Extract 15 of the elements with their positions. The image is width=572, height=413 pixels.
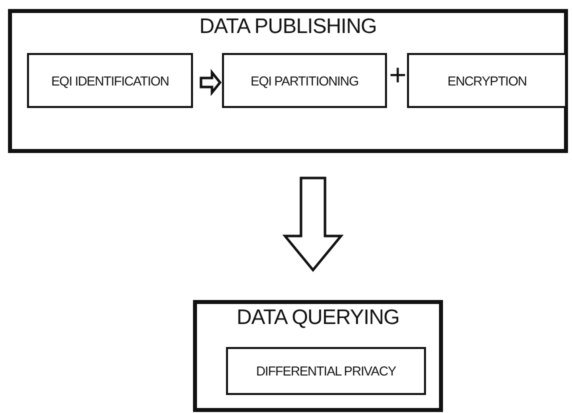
process-box <box>27 53 193 108</box>
box-label: DIFFERENTIAL PRIVACY <box>255 364 397 378</box>
process-box <box>407 53 567 108</box>
block-arrow <box>282 176 344 272</box>
group-box <box>193 300 443 412</box>
group-box <box>8 9 568 153</box>
box-label: ENCRYPTION <box>446 73 528 88</box>
box-title: DATA PUBLISHING <box>198 15 378 39</box>
box-label: EQI PARTITIONING <box>250 73 360 88</box>
box-title: DATA QUERYING <box>236 306 400 330</box>
plus-sign: + <box>389 61 407 91</box>
box-label: EQI IDENTIFICATION <box>50 73 170 88</box>
block-arrow <box>200 68 222 96</box>
process-box <box>222 53 387 108</box>
process-box <box>226 347 426 395</box>
